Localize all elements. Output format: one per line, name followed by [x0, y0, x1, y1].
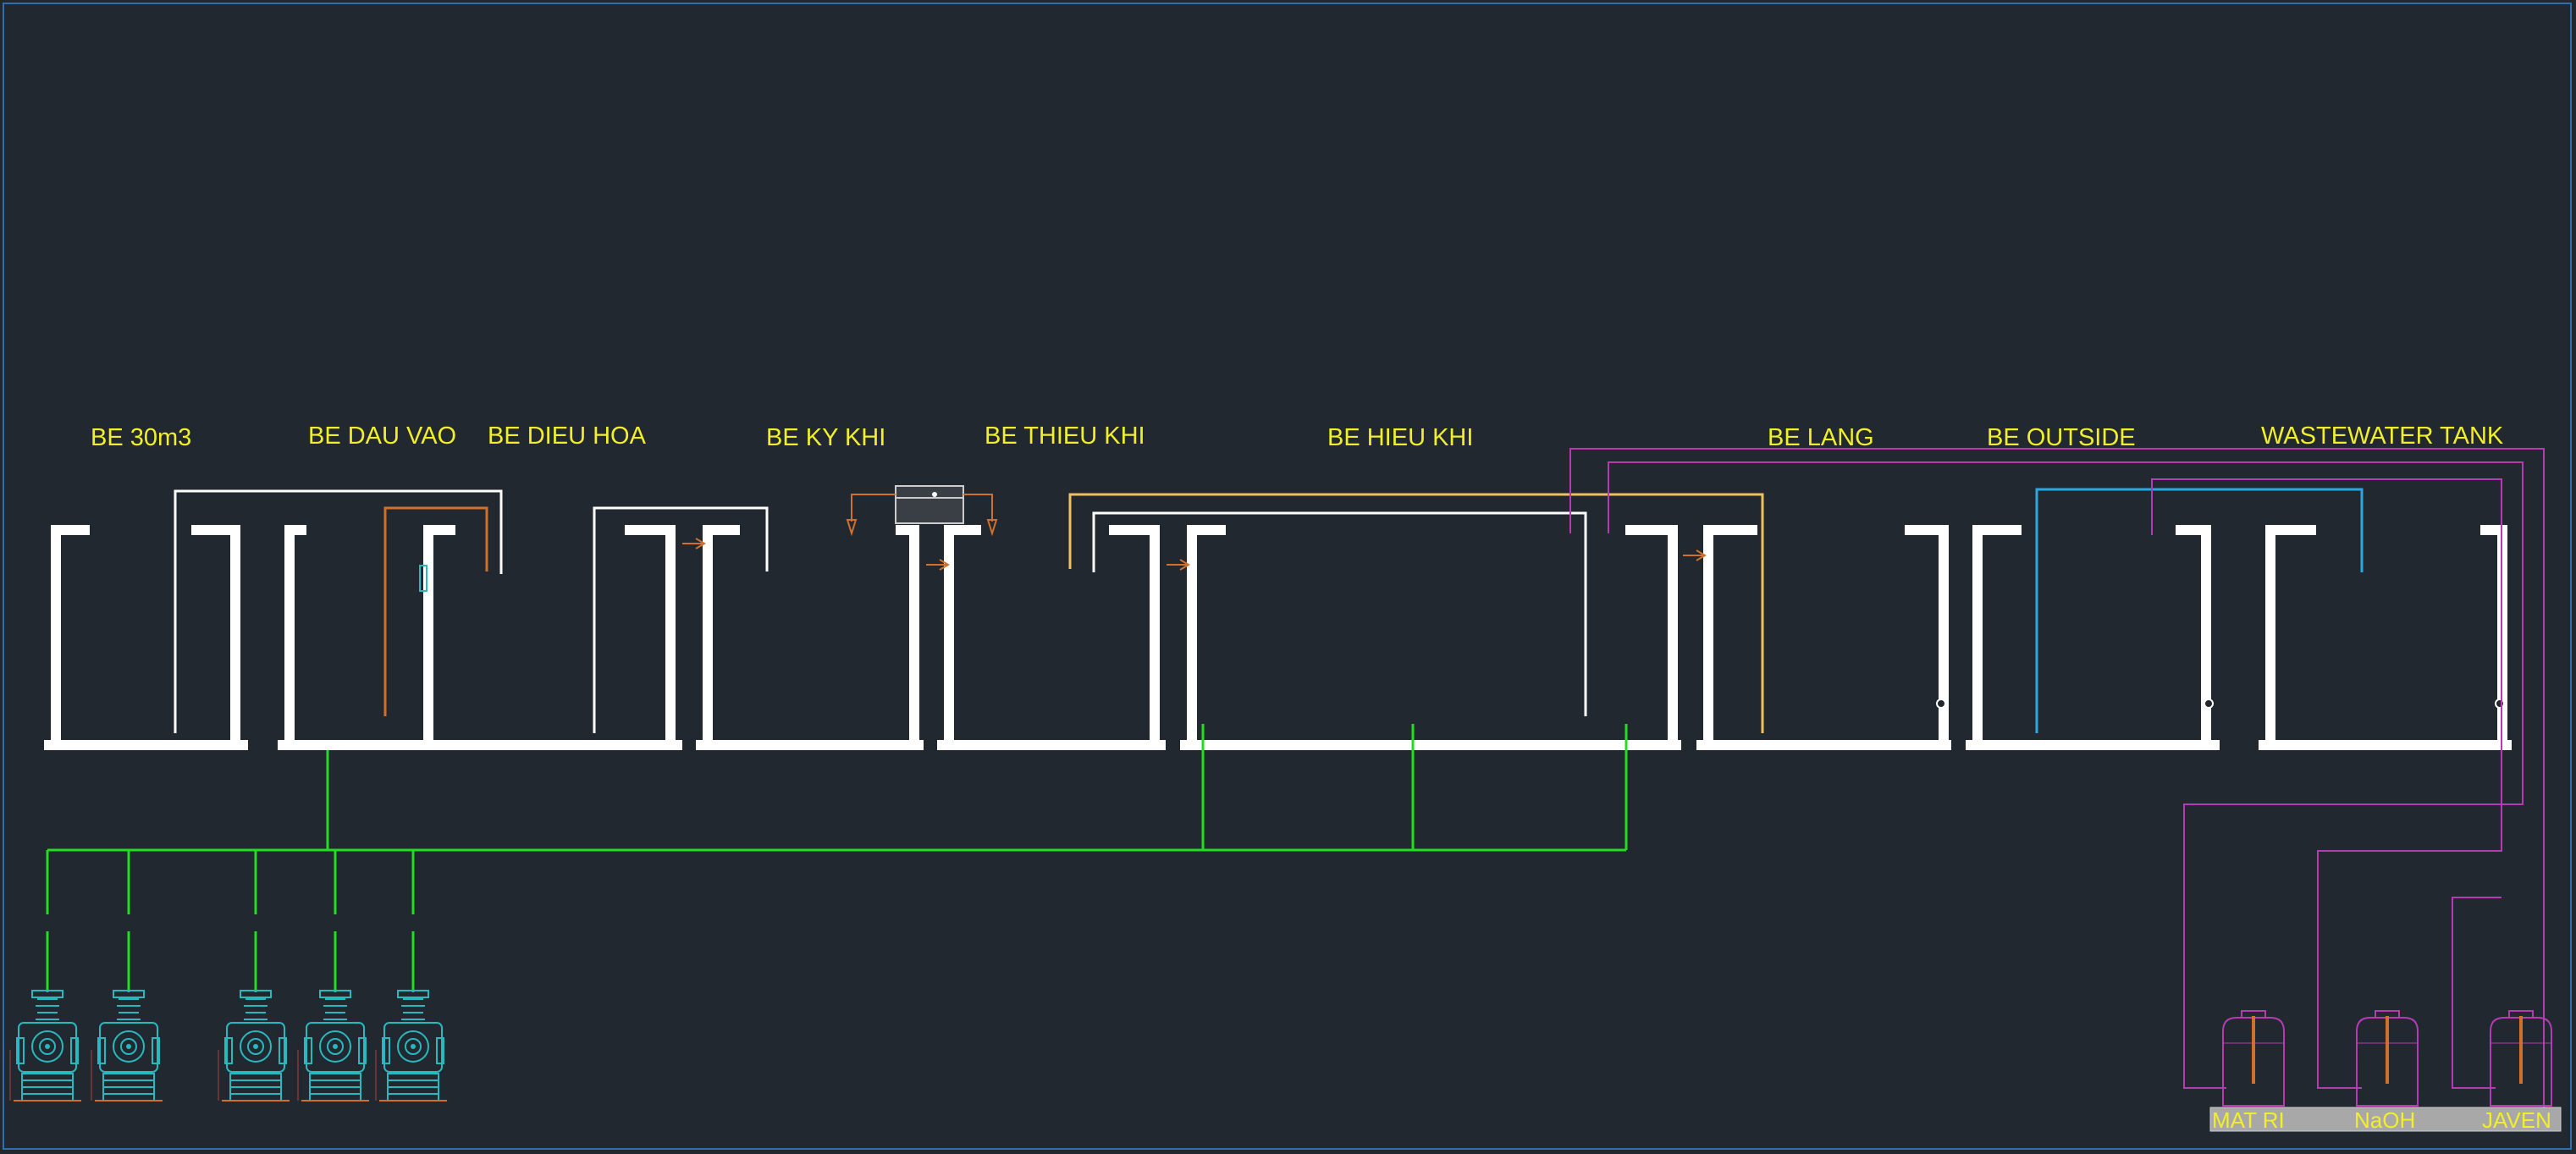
floor-be-lang: [1696, 740, 1951, 750]
wall-cap: [2176, 525, 2211, 535]
wall-cap: [51, 525, 90, 535]
chemical-tank-icon: [2356, 1010, 2419, 1107]
air-supply-lines: [46, 724, 1628, 992]
arrow-icon: [1683, 549, 1707, 561]
chem-label-mat-ri: MAT RI: [2212, 1107, 2285, 1133]
wall-cap: [1703, 525, 1757, 535]
arrow-icon: [1167, 559, 1190, 571]
wall: [665, 525, 676, 742]
wall: [51, 525, 61, 742]
pipe-orange-dau-vao: [383, 506, 488, 716]
overflow-arrows: [682, 538, 1707, 571]
outlet-dot: [2204, 698, 2214, 709]
wall-cap: [2265, 525, 2316, 535]
wall: [909, 525, 919, 742]
outlet-dot: [2495, 698, 2505, 709]
valve-icon: [419, 565, 427, 592]
tank-label-be-dieu-hoa: BE DIEU HOA: [488, 422, 647, 450]
pipe-blue-outside: [2035, 488, 2364, 733]
drawing-frame: [3, 3, 2572, 1150]
wall: [1187, 525, 1197, 742]
blower-icon: [218, 990, 290, 1102]
pipe-transfer-dieu-hoa: [593, 506, 769, 733]
tank-label-be-30m3: BE 30m3: [91, 424, 191, 451]
floor-be-outside: [1966, 740, 2220, 750]
wall-cap: [423, 525, 455, 535]
wall-cap: [284, 525, 306, 535]
process-pipes: [174, 488, 2364, 733]
wall-cap: [191, 525, 240, 535]
dosing-line-naoh: [2151, 478, 2502, 1089]
tank-walls: [44, 525, 2512, 750]
floor-be-hieu-khi: [1180, 740, 1681, 750]
wall: [1972, 525, 1983, 742]
chemical-tanks: [2222, 1010, 2552, 1107]
pipe-transfer-30m3: [174, 489, 503, 733]
floor-be-30m3: [44, 740, 248, 750]
down-arrow-icon: [986, 519, 998, 537]
wall: [2265, 525, 2275, 742]
arrow-icon: [926, 559, 950, 571]
pipe-return-yellow: [1068, 493, 1764, 733]
dosing-line-mat-ri: [1608, 461, 2524, 1089]
chem-label-javen: JAVEN: [2482, 1107, 2551, 1133]
arrow-icon: [682, 538, 706, 549]
chemical-tank-icon: [2490, 1010, 2552, 1107]
air-blowers: [9, 990, 447, 1102]
chemical-tank-icon: [2222, 1010, 2285, 1107]
chem-label-naoh: NaOH: [2354, 1107, 2415, 1133]
wall: [284, 525, 295, 742]
floor-be-dau-vao-dieu-hoa: [278, 740, 682, 750]
tank-label-be-ky-khi: BE KY KHI: [766, 424, 885, 451]
tank-label-be-thieu-khi: BE THIEU KHI: [985, 422, 1145, 450]
gas-collector-cover: [846, 485, 998, 537]
wall-cap: [1905, 525, 1949, 535]
floor-wastewater-tank: [2259, 740, 2512, 750]
wall: [1668, 525, 1678, 742]
wall-cap: [896, 525, 919, 535]
wall-cap: [2480, 525, 2507, 535]
tank-label-be-dau-vao: BE DAU VAO: [308, 422, 456, 450]
down-arrow-icon: [846, 519, 858, 537]
tank-label-wastewater-tank: WASTEWATER TANK: [2261, 422, 2504, 450]
wall: [1939, 525, 1949, 742]
wall: [2201, 525, 2211, 742]
wall: [944, 525, 954, 742]
wall-cap: [1972, 525, 2022, 535]
blower-icon: [375, 990, 447, 1102]
wall: [1703, 525, 1713, 742]
cover-box: [895, 485, 964, 524]
wall-cap: [1187, 525, 1226, 535]
blower-icon: [297, 990, 369, 1102]
wall: [703, 525, 713, 742]
blower-icon: [91, 990, 163, 1102]
chemical-label-bar: [2209, 1107, 2562, 1132]
floor-be-ky-khi: [696, 740, 924, 750]
blower-icon: [9, 990, 81, 1102]
wall-cap: [944, 525, 981, 535]
floor-be-thieu-khi: [937, 740, 1166, 750]
wall: [423, 525, 433, 742]
wall-cap: [1109, 525, 1160, 535]
wall-cap: [625, 525, 676, 535]
wall: [230, 525, 240, 742]
pipe-recirculation-white: [1092, 511, 1587, 716]
wall-cap: [703, 525, 740, 535]
wall: [1150, 525, 1160, 742]
dosing-line-extra: [2452, 897, 2502, 1089]
tank-label-be-hieu-khi: BE HIEU KHI: [1327, 424, 1473, 451]
wall-cap: [1625, 525, 1678, 535]
tank-label-be-lang: BE LANG: [1768, 424, 1874, 451]
tank-label-be-outside: BE OUTSIDE: [1987, 424, 2136, 451]
outlet-dot: [1936, 698, 1946, 709]
tank-labels: BE 30m3 BE DAU VAO BE DIEU HOA BE KY KHI…: [91, 422, 2504, 451]
